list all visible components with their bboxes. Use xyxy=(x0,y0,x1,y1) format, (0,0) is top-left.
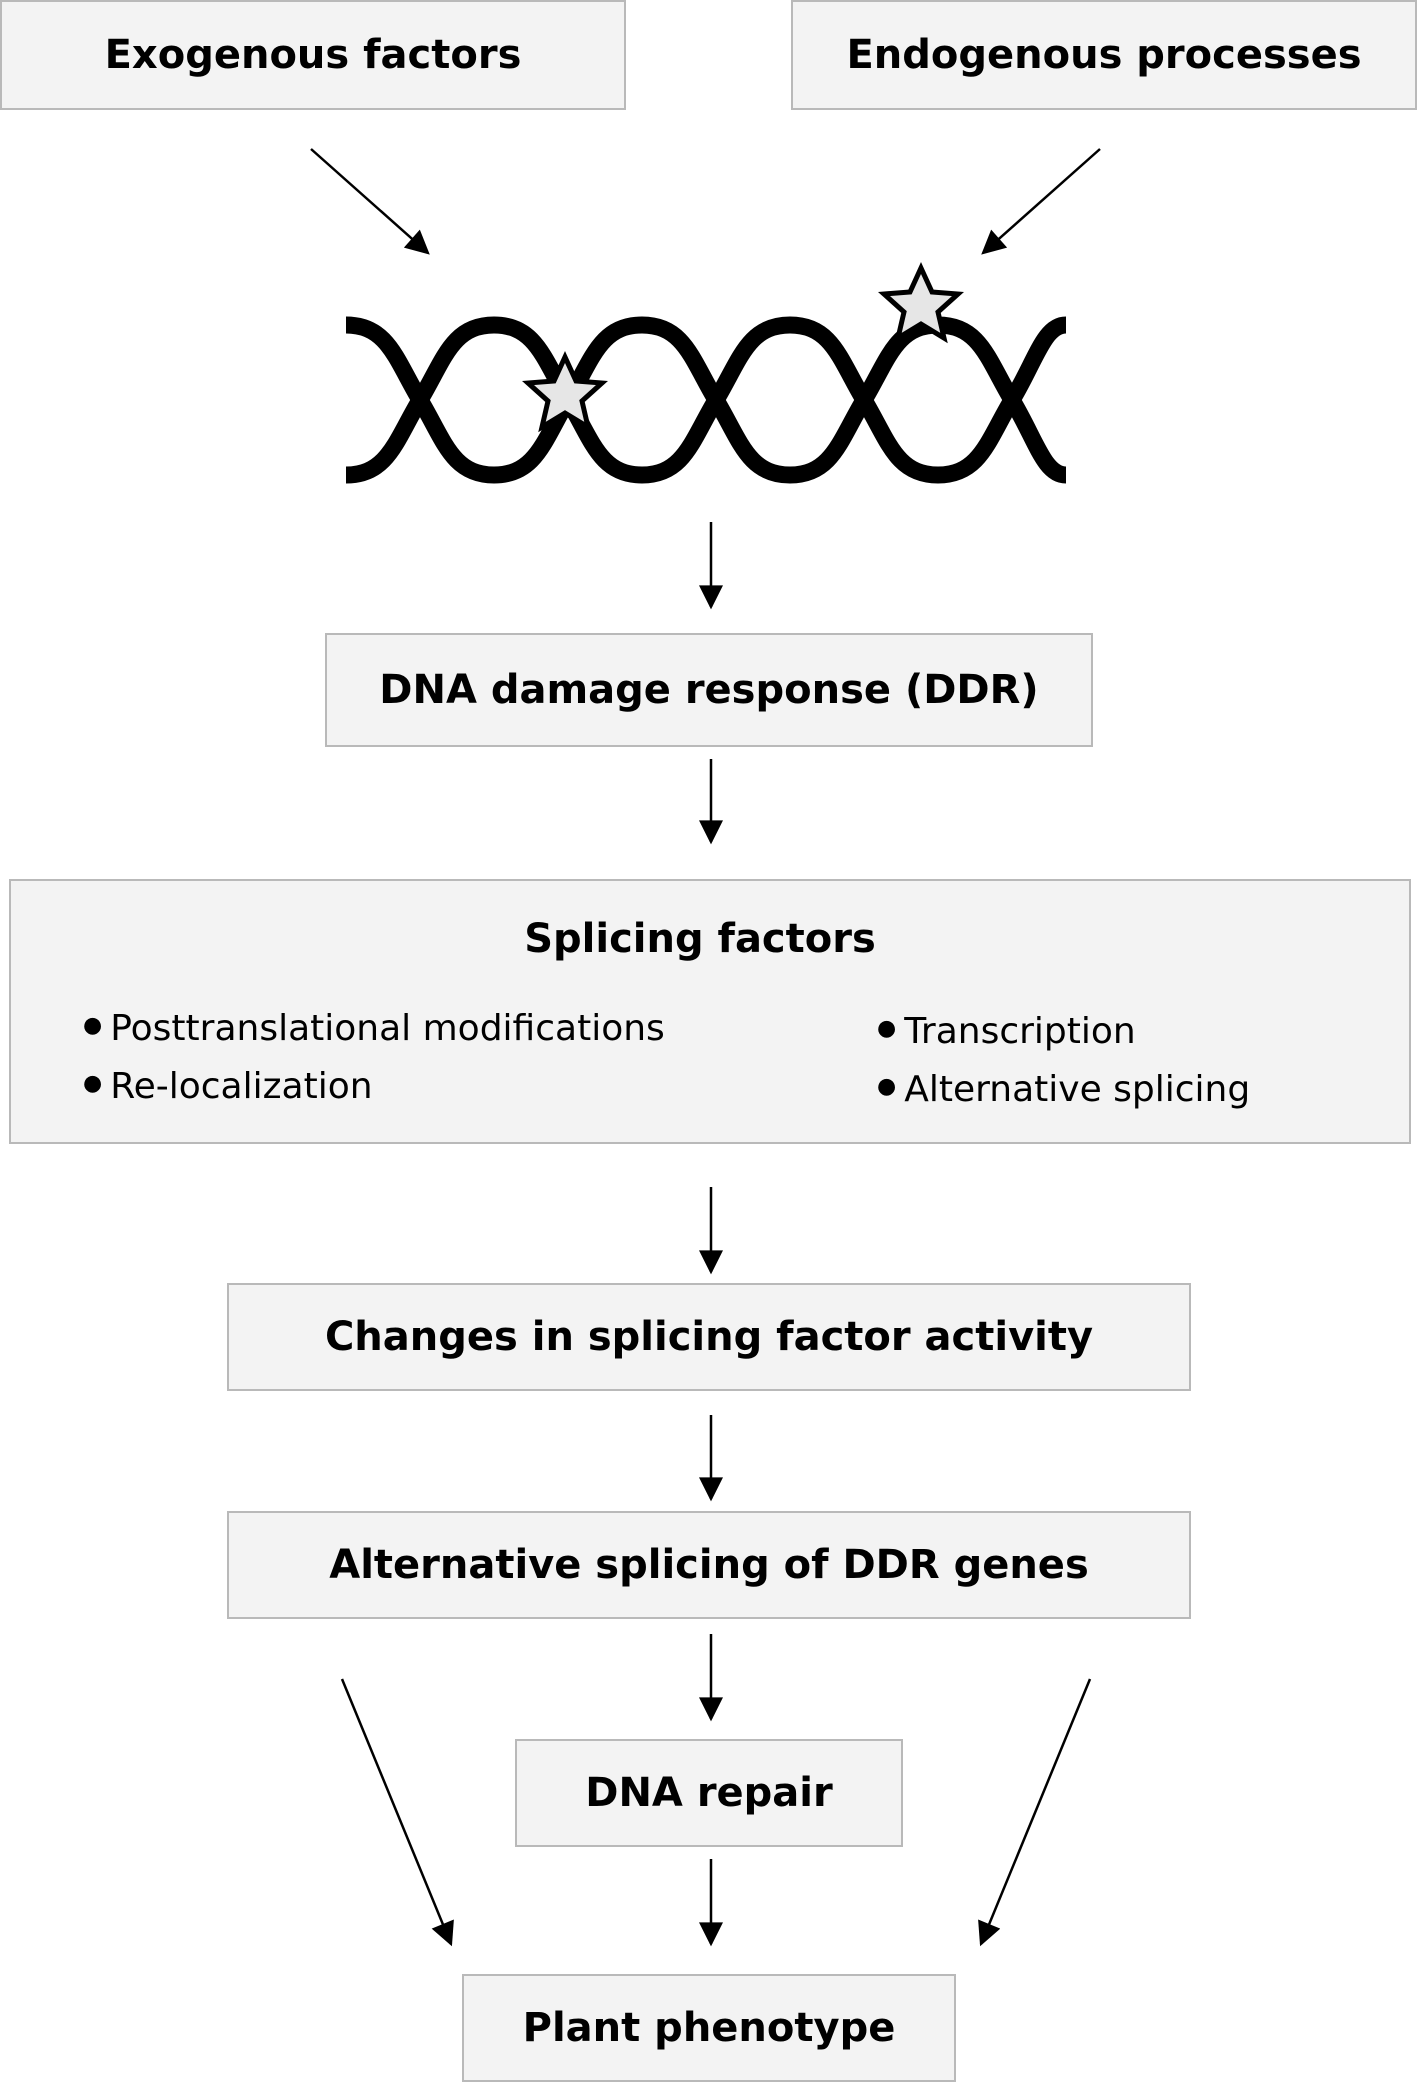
bullet-dot: ● xyxy=(83,1071,103,1096)
bullet-dot: ● xyxy=(83,1013,103,1038)
alt-splicing-ddr-label: Alternative splicing of DDR genes xyxy=(329,1542,1089,1588)
splicing-item: ●Alternative splicing xyxy=(877,1069,1251,1110)
dna-repair-box: DNA repair xyxy=(515,1739,903,1847)
arrow-left-bypass-to-phenotype xyxy=(340,1678,454,1947)
endogenous-processes-box: Endogenous processes xyxy=(791,0,1417,110)
exogenous-factors-box: Exogenous factors xyxy=(0,0,626,110)
bullet-dot: ● xyxy=(877,1016,897,1041)
endogenous-processes-label: Endogenous processes xyxy=(846,32,1362,78)
splicing-item: ●Transcription xyxy=(877,1011,1136,1052)
ddr-label: DNA damage response (DDR) xyxy=(379,667,1039,713)
bullet-dot: ● xyxy=(877,1074,897,1099)
star-icon xyxy=(877,261,965,344)
splicing-factors-box: Splicing factors ●Posttranslational modi… xyxy=(9,879,1411,1144)
arrow-exogenous-to-dna xyxy=(310,148,430,255)
splicing-item: ●Posttranslational modifications xyxy=(83,1008,665,1049)
star-icon xyxy=(521,350,609,433)
dna-double-helix-icon xyxy=(345,316,1068,484)
ddr-box: DNA damage response (DDR) xyxy=(325,633,1093,747)
plant-phenotype-label: Plant phenotype xyxy=(522,2005,896,2051)
alt-splicing-ddr-box: Alternative splicing of DDR genes xyxy=(227,1511,1191,1619)
splicing-factors-title: Splicing factors xyxy=(524,916,876,962)
splicing-activity-label: Changes in splicing factor activity xyxy=(324,1314,1094,1360)
exogenous-factors-label: Exogenous factors xyxy=(104,32,522,78)
arrow-endogenous-to-dna xyxy=(981,148,1101,255)
arrow-right-bypass-to-phenotype xyxy=(978,1678,1092,1947)
splicing-item: ●Re-localization xyxy=(83,1066,373,1107)
dna-repair-label: DNA repair xyxy=(585,1770,833,1816)
plant-phenotype-box: Plant phenotype xyxy=(462,1974,956,2082)
splicing-activity-box: Changes in splicing factor activity xyxy=(227,1283,1191,1391)
